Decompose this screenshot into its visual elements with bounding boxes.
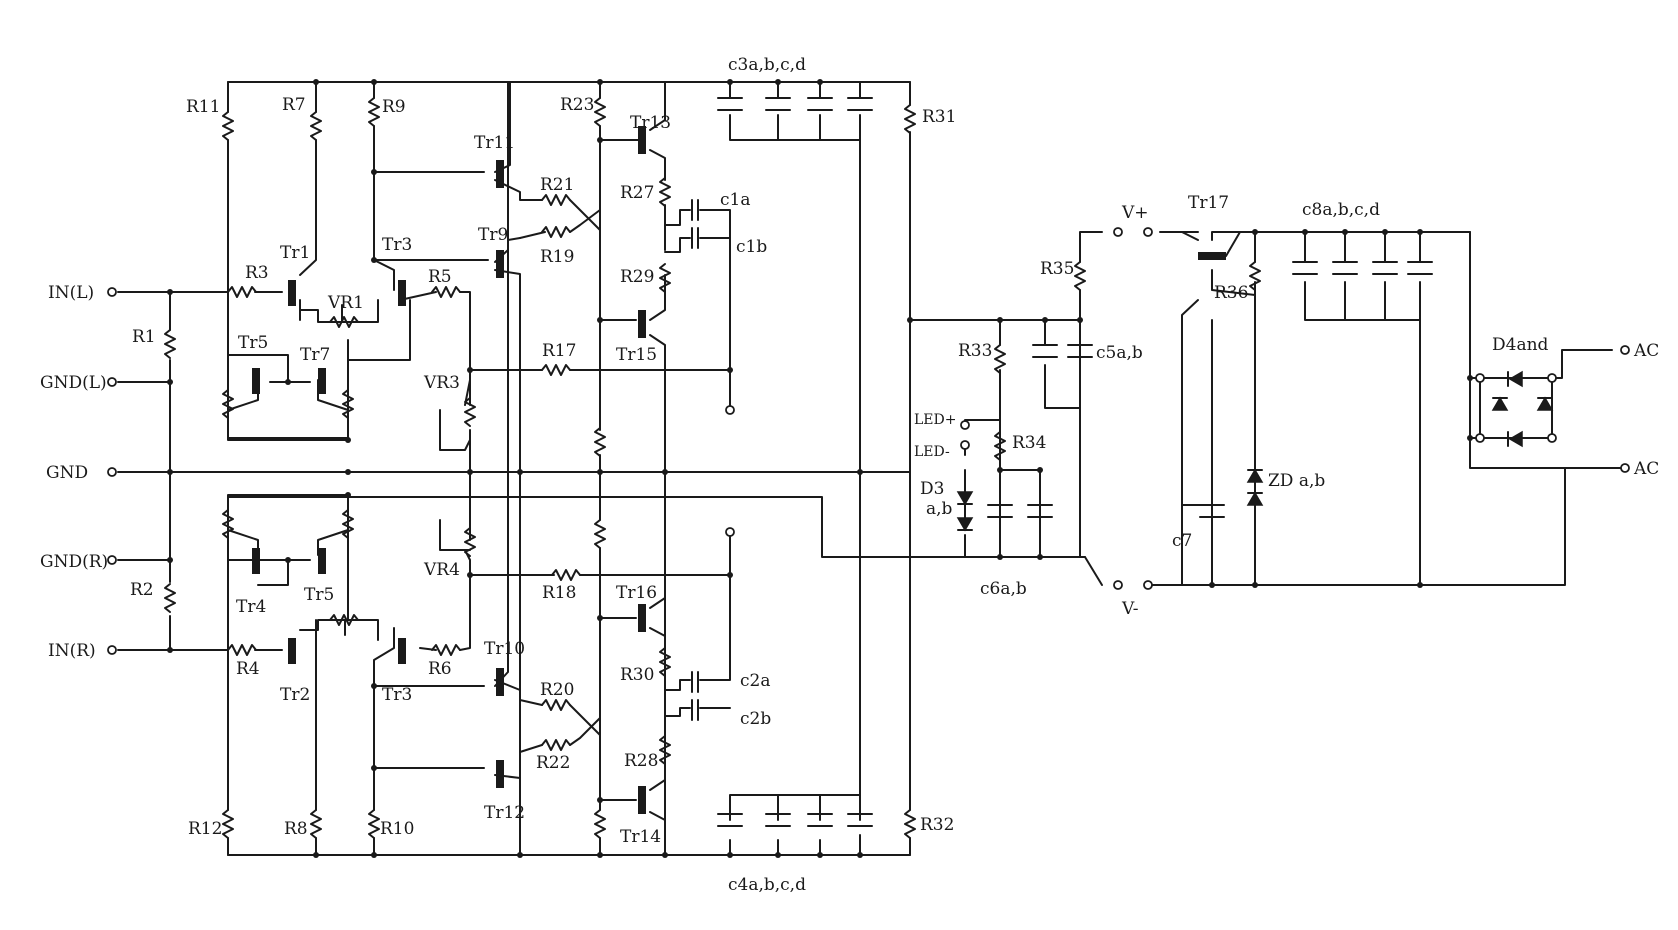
labels: c3a,b,c,d c4a,b,c,d c8a,b,c,d R11 R7 R9 … [40,55,1659,895]
diodes [956,370,1554,532]
label-led-plus: LED+ [914,412,956,428]
label-r19: R19 [540,247,574,267]
label-r1: R1 [132,327,156,347]
label-r31: R31 [922,107,956,127]
label-r6: R6 [428,659,452,679]
label-c8: c8a,b,c,d [1302,200,1380,220]
label-r29: R29 [620,267,654,287]
label-r7: R7 [282,95,306,115]
label-c3: c3a,b,c,d [728,55,806,75]
power-terminals [960,227,1630,590]
label-vplus: V+ [1121,203,1149,223]
label-r8: R8 [284,819,308,839]
label-r32: R32 [920,815,954,835]
label-r36: R36 [1214,283,1248,303]
junctions [167,79,863,858]
label-tr14: Tr14 [620,827,661,847]
label-c1b: c1b [736,237,767,257]
label-vr4: VR4 [423,560,460,580]
label-r5: R5 [428,267,452,287]
resistors [164,97,916,839]
label-vr3: VR3 [423,373,460,393]
label-r35: R35 [1040,259,1074,279]
label-c6: c6a,b [980,579,1027,599]
capacitors [691,97,873,827]
label-r2: R2 [130,580,154,600]
label-tr3-bot: Tr3 [382,685,412,705]
label-ac-2: AC [1633,459,1659,479]
label-r27: R27 [620,183,654,203]
label-r20: R20 [540,680,574,700]
transistors [252,126,1226,814]
label-c4: c4a,b,c,d [728,875,806,895]
label-tr17: Tr17 [1188,193,1229,213]
label-c1a: c1a [720,190,750,210]
label-r9: R9 [382,97,406,117]
power-junctions [907,229,1473,588]
label-r11: R11 [186,97,220,117]
label-tr4: Tr4 [236,597,266,617]
label-r28: R28 [624,751,658,771]
label-r4: R4 [236,659,260,679]
terminals [107,287,735,655]
label-tr5-top: Tr5 [238,333,268,353]
label-r12: R12 [188,819,222,839]
label-tr7: Tr7 [300,345,330,365]
label-r21: R21 [540,175,574,195]
label-in-r: IN(R) [48,641,96,661]
amplifier-wiring [117,81,1086,856]
label-zd: ZD a,b [1268,471,1325,491]
label-c2a: c2a [740,671,770,691]
label-r33: R33 [958,341,992,361]
label-gnd: GND [46,463,88,483]
label-tr12: Tr12 [484,803,525,823]
label-r3: R3 [245,263,269,283]
power-supply-wiring [909,231,1626,586]
label-r17: R17 [542,341,576,361]
label-ac-1: AC [1633,341,1659,361]
label-c7: c7 [1172,531,1192,551]
label-d3: D3 [920,479,944,499]
label-r23: R23 [560,95,594,115]
label-r10: R10 [380,819,414,839]
label-tr1: Tr1 [280,243,310,263]
label-c2b: c2b [740,709,771,729]
label-tr11: Tr11 [474,133,515,153]
label-tr9: Tr9 [478,225,508,245]
label-tr2: Tr2 [280,685,310,705]
label-c5: c5a,b [1096,343,1143,363]
label-tr10: Tr10 [484,639,525,659]
label-tr16: Tr16 [616,583,657,603]
label-led-minus: LED- [914,444,950,460]
label-r30: R30 [620,665,654,685]
label-gnd-r: GND(R) [40,552,108,572]
label-in-l: IN(L) [48,283,94,303]
label-d3-ab: a,b [926,499,953,519]
label-tr3-top: Tr3 [382,235,412,255]
label-vminus: V- [1121,599,1138,619]
label-tr13: Tr13 [630,113,671,133]
label-tr5-bot: Tr5 [304,585,334,605]
label-d4: D4and [1492,335,1549,355]
label-tr15: Tr15 [616,345,657,365]
label-r18: R18 [542,583,576,603]
label-r22: R22 [536,753,570,773]
label-r34: R34 [1012,433,1046,453]
label-vr1: VR1 [327,293,364,313]
label-gnd-l: GND(L) [40,373,107,393]
power-supply-capacitors [987,261,1433,518]
